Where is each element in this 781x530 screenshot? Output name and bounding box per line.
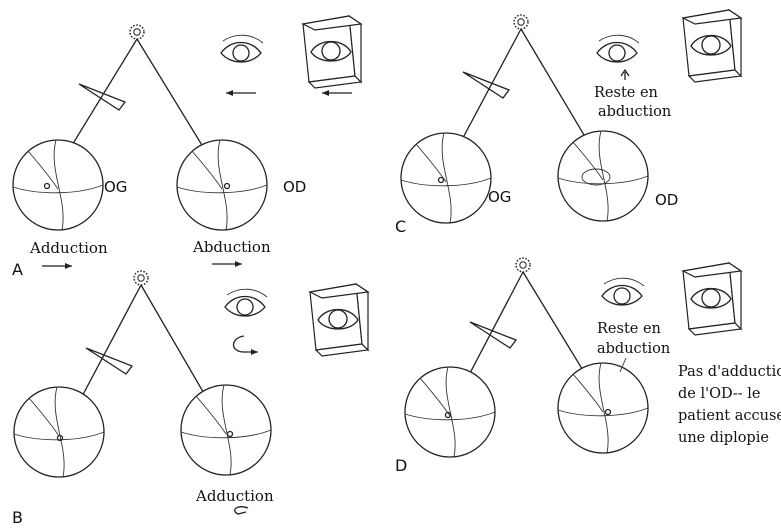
mirror-box-icon <box>682 262 742 336</box>
fovea-dot <box>437 176 445 184</box>
arrow-icon <box>225 89 257 97</box>
note-line: abduction <box>598 104 671 120</box>
arrow-icon <box>234 506 249 515</box>
globe-left <box>13 386 105 478</box>
eye-icon <box>220 34 264 63</box>
arrow-icon <box>41 262 73 270</box>
panel-letter: A <box>12 260 23 279</box>
panel-b: Adduction B <box>12 270 369 527</box>
light-source-icon <box>513 14 529 30</box>
mirror-box-icon <box>309 283 369 357</box>
prism-wedge-icon <box>85 347 133 375</box>
note-line: abduction <box>597 341 670 357</box>
panel-letter: D <box>395 456 407 475</box>
arrow-icon <box>321 89 353 97</box>
note-line: Reste en <box>594 85 658 101</box>
panel-a: OG OD Adduction Abduction A <box>12 15 362 279</box>
globe-right <box>176 139 268 231</box>
fovea-dot <box>581 168 611 186</box>
arrow-icon <box>211 260 243 268</box>
light-source-icon <box>133 270 149 286</box>
od-label: OD <box>655 191 678 209</box>
globe-right <box>180 384 272 476</box>
prism-wedge-icon <box>469 321 517 349</box>
globe-left <box>12 139 104 231</box>
mirror-box-icon <box>302 15 362 89</box>
arrow-icon <box>232 335 258 353</box>
eye-icon <box>224 288 268 317</box>
fovea-dot <box>444 411 452 419</box>
fovea-dot <box>604 408 612 416</box>
mirror-box-icon <box>682 9 742 83</box>
light-source-icon <box>515 257 531 273</box>
og-label: OG <box>488 188 511 206</box>
caption-line: de l'OD-- le <box>678 386 761 402</box>
pointer-line <box>619 357 627 373</box>
caption-line: patient accuse <box>678 408 781 424</box>
panel-letter: B <box>12 508 23 527</box>
od-label: OD <box>283 178 306 196</box>
note-line: Reste en <box>597 321 661 337</box>
fovea-dot <box>43 182 51 190</box>
panel-letter: C <box>395 217 406 236</box>
globe-left <box>400 132 492 224</box>
movement-label: Adduction <box>29 239 108 257</box>
globe-left <box>404 366 496 458</box>
movement-label: Abduction <box>192 238 271 256</box>
caption-line: une diplopie <box>678 430 769 446</box>
fovea-dot <box>56 434 64 442</box>
panel-c: OG OD C Reste en abduction <box>395 9 742 236</box>
globe-right <box>557 362 649 454</box>
fovea-dot <box>223 182 231 190</box>
globe-right <box>557 130 649 222</box>
eye-icon <box>596 34 640 63</box>
eye-icon <box>601 277 645 306</box>
panel-d: D Reste en abduction Pas d'adduction de … <box>395 257 781 475</box>
og-label: OG <box>104 178 127 196</box>
fovea-dot <box>226 430 234 438</box>
light-source-icon <box>129 24 145 40</box>
arrow-head <box>251 349 258 355</box>
caption-line: Pas d'adduction <box>678 364 781 380</box>
arrow-icon <box>620 68 630 80</box>
movement-label: Adduction <box>195 487 274 505</box>
